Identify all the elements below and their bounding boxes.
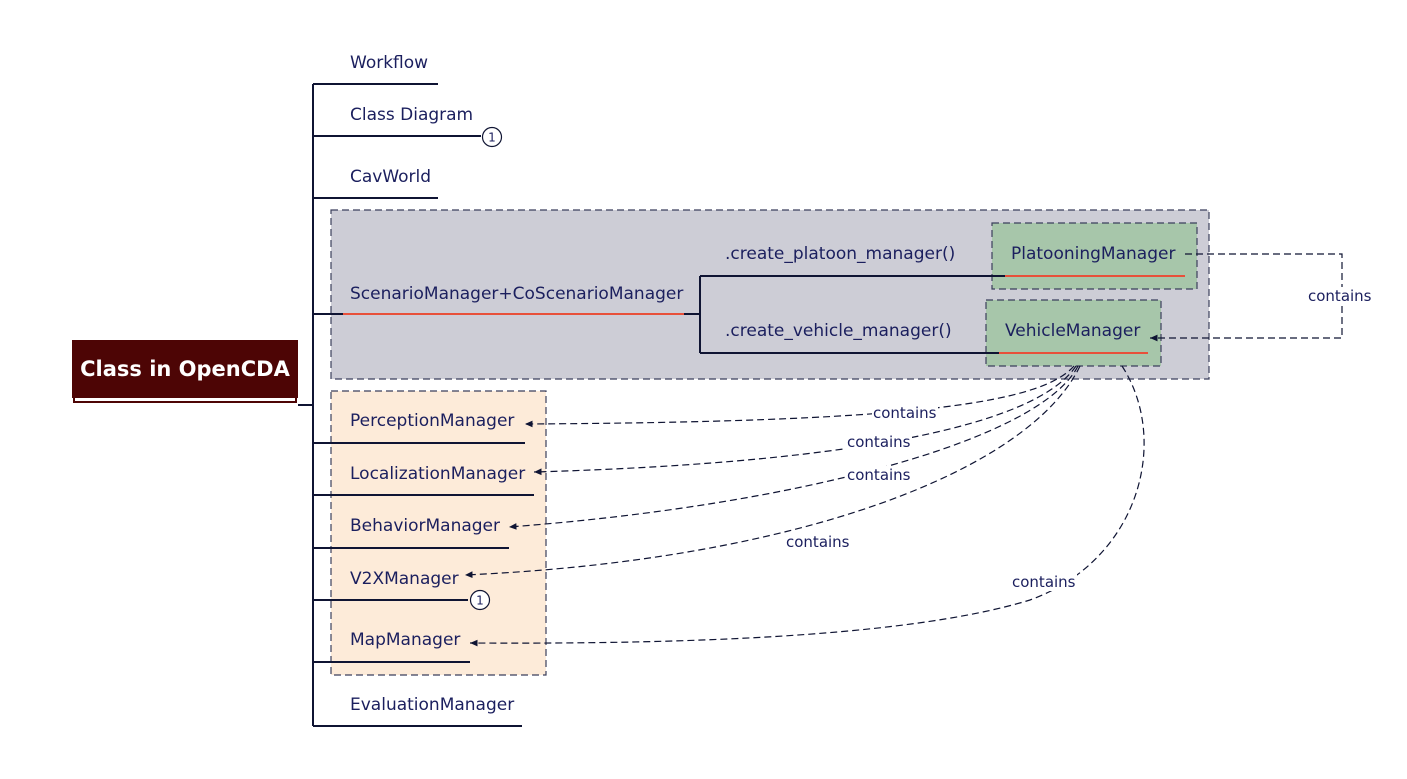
create-vehicle-manager-label[interactable]: .create_vehicle_manager() [725, 321, 952, 341]
svg-text:1: 1 [488, 131, 496, 145]
v2x-manager-badge[interactable]: 1 [469, 589, 491, 611]
perception-manager-node[interactable]: PerceptionManager [350, 411, 515, 431]
behavior-manager-node[interactable]: BehaviorManager [350, 516, 501, 536]
vehicle-contains-behavior-label: contains [846, 466, 912, 484]
v2x-manager-node[interactable]: V2XManager [350, 569, 459, 589]
cavworld-node[interactable]: CavWorld [350, 167, 432, 187]
map-manager-node[interactable]: MapManager [350, 630, 461, 650]
vehicle-contains-localization-label: contains [846, 433, 912, 451]
platooning-manager-node[interactable]: PlatooningManager [1011, 244, 1176, 264]
class-diagram-node[interactable]: Class Diagram [350, 105, 474, 125]
vehicle-contains-behavior-edge [508, 365, 1079, 530]
vehicle-contains-v2x-edge [464, 365, 1081, 579]
tree-trunk [298, 83, 534, 727]
vehicle-contains-map-edge [469, 365, 1145, 647]
root-node-label: Class in OpenCDA [80, 357, 290, 381]
vehicle-manager-node[interactable]: VehicleManager [1005, 321, 1141, 341]
root-node[interactable]: Class in OpenCDA [72, 340, 298, 398]
platooning-manager-box [991, 222, 1198, 290]
evaluation-manager-node[interactable]: EvaluationManager [350, 695, 515, 715]
localization-manager-node[interactable]: LocalizationManager [350, 464, 526, 484]
vehicle-contains-localization-edge [533, 365, 1077, 476]
workflow-node[interactable]: Workflow [350, 53, 429, 73]
platoon-contains-vehicle-label: contains [1307, 287, 1373, 305]
vehicle-manager-box [985, 299, 1162, 367]
svg-text:1: 1 [476, 594, 484, 608]
create-platoon-manager-label[interactable]: .create_platoon_manager() [725, 244, 956, 264]
scenario-connector [684, 275, 1005, 354]
sub-manager-group-box [330, 390, 547, 676]
vehicle-contains-v2x-label: contains [785, 533, 851, 551]
scenario-manager-node[interactable]: ScenarioManager+CoScenarioManager [350, 284, 684, 304]
class-diagram-badge[interactable]: 1 [481, 126, 503, 148]
vehicle-contains-map-label: contains [1011, 573, 1077, 591]
vehicle-contains-perception-label: contains [872, 404, 938, 422]
